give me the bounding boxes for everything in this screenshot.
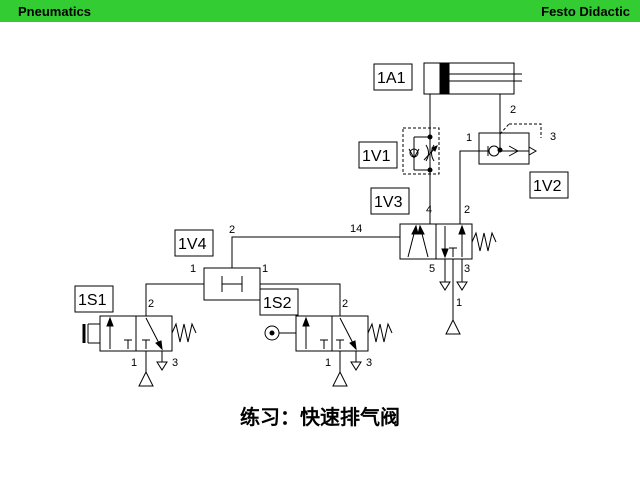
port-s2-2: 2 xyxy=(342,298,348,310)
pushbutton-valve-1s1 xyxy=(82,315,197,387)
port-v3-3: 3 xyxy=(464,263,470,275)
label-box-1a1 xyxy=(373,63,413,91)
port-s1-3: 3 xyxy=(172,357,178,369)
label-1v1: 1V1 xyxy=(362,148,391,165)
port-v4-1-right: 1 xyxy=(262,263,268,275)
port-v3-5: 5 xyxy=(429,263,435,275)
quick-exhaust-valve-1v2 xyxy=(478,123,542,165)
cylinder-1a1 xyxy=(423,62,522,95)
port-s1-2: 2 xyxy=(148,298,154,310)
header-title-left: Pneumatics xyxy=(18,4,91,19)
label-box-1v4 xyxy=(174,229,214,257)
pipe-v4-to-v3 xyxy=(231,236,400,268)
flow-control-valve-1v1 xyxy=(402,127,440,175)
pipe-v2-to-v3 xyxy=(459,150,482,224)
port-s1-1: 1 xyxy=(131,357,137,369)
port-v3-1: 1 xyxy=(456,297,462,309)
label-box-1v3 xyxy=(370,187,410,215)
diagram-caption: 练习：快速排气阀 xyxy=(240,405,400,429)
port-s2-3: 3 xyxy=(366,357,372,369)
label-box-1v1 xyxy=(358,141,398,169)
header-bar: Pneumatics Festo Didactic xyxy=(0,0,640,22)
label-box-1s2 xyxy=(259,288,299,316)
label-1v3: 1V3 xyxy=(374,194,403,211)
label-1a1: 1A1 xyxy=(377,70,406,87)
pipe-v4-to-s2 xyxy=(260,283,341,316)
port-v2-3: 3 xyxy=(550,131,556,143)
pipe-v4-to-s1 xyxy=(145,283,204,316)
label-1v4: 1V4 xyxy=(178,236,207,253)
label-1v2: 1V2 xyxy=(533,178,562,195)
label-box-1s1 xyxy=(74,285,114,313)
supply-source-v3 xyxy=(445,318,461,335)
port-s2-1: 1 xyxy=(325,357,331,369)
roller-valve-1s2 xyxy=(264,315,393,387)
port-v3-4: 4 xyxy=(426,204,432,216)
port-v4-1-left: 1 xyxy=(190,263,196,275)
label-1s2: 1S2 xyxy=(263,295,292,312)
label-box-1v2 xyxy=(529,171,569,199)
port-v4-2: 2 xyxy=(229,224,235,236)
port-v2-2: 2 xyxy=(510,104,516,116)
shuttle-valve-1v4 xyxy=(203,267,261,301)
header-title-right: Festo Didactic xyxy=(541,4,630,19)
port-v3-14: 14 xyxy=(350,223,362,235)
directional-valve-1v3 xyxy=(399,223,497,291)
label-1s1: 1S1 xyxy=(78,292,107,309)
port-v3-2: 2 xyxy=(464,204,470,216)
port-v2-1: 1 xyxy=(466,132,472,144)
